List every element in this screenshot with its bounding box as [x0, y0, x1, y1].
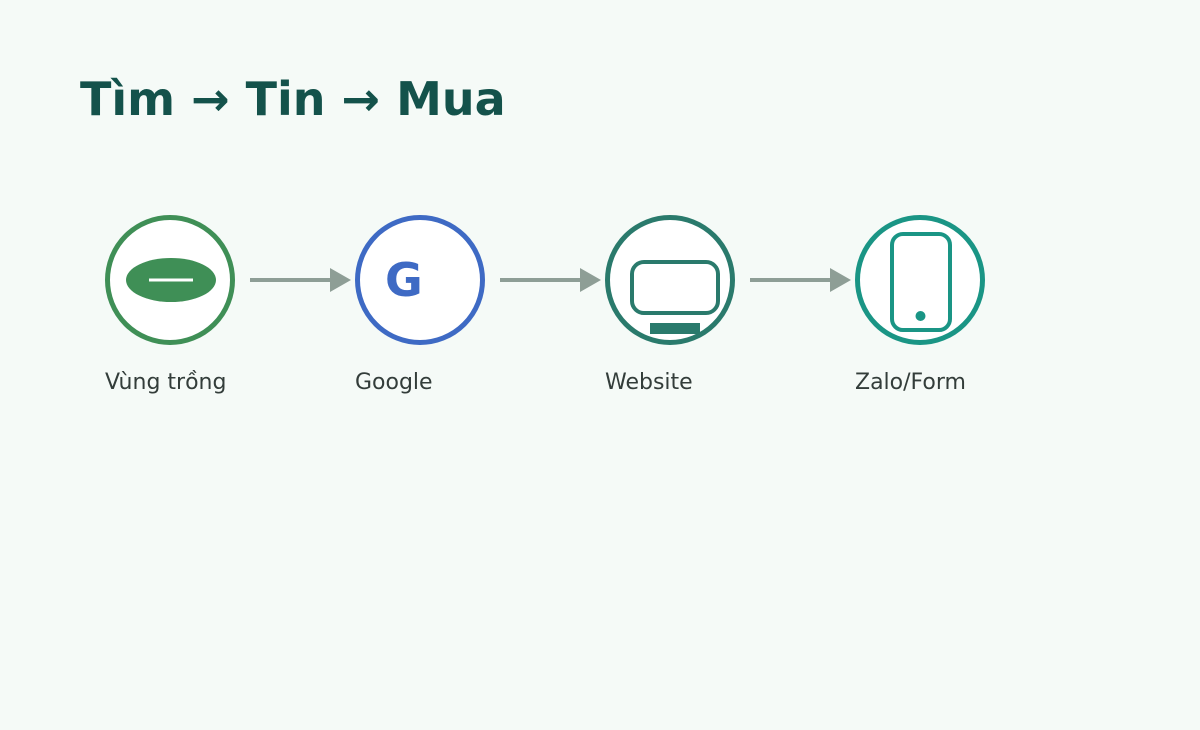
step-vung-trong: Vùng trồng [105, 215, 265, 395]
step-circle [605, 215, 735, 345]
arrow-icon [750, 268, 851, 292]
step-label: Website [605, 370, 693, 395]
arrow-icon [250, 268, 351, 292]
page-title: Tìm → Tin → Mua [80, 72, 506, 126]
arrow-icon [500, 268, 601, 292]
step-zalo-form: Zalo/Form [855, 215, 1015, 395]
google-icon: G [385, 253, 423, 307]
step-circle [855, 215, 985, 345]
step-label: Google [355, 370, 433, 395]
phone-icon [890, 232, 952, 332]
step-google: G Google [355, 215, 515, 395]
step-label: Vùng trồng [105, 370, 227, 395]
step-circle: G [355, 215, 485, 345]
step-circle [105, 215, 235, 345]
step-website: Website [605, 215, 765, 395]
leaf-icon [126, 258, 216, 302]
step-label: Zalo/Form [855, 370, 966, 395]
monitor-icon [630, 260, 720, 334]
